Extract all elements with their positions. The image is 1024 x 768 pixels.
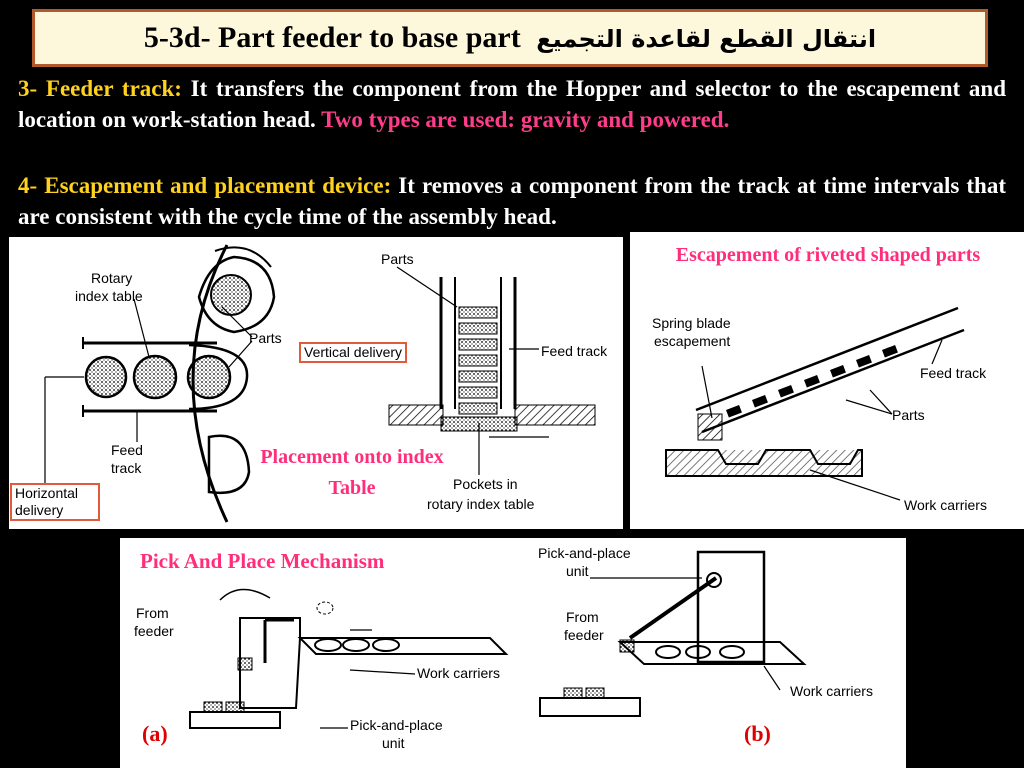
feed-track-label-1: Feed	[111, 442, 143, 458]
from-feeder-b-1: From	[566, 609, 599, 625]
pockets-label-2: rotary index table	[427, 496, 535, 512]
title-arabic: انتقال القطع لقاعدة التجميع	[536, 25, 877, 53]
part-circle	[84, 355, 128, 399]
label-a: (a)	[142, 721, 168, 746]
parts-top-label: Parts	[381, 251, 414, 267]
feed-track-label-2: track	[111, 460, 142, 476]
from-feeder-b-2: feeder	[564, 627, 604, 643]
carrier-hole	[314, 638, 342, 652]
carrier-hole	[685, 645, 711, 659]
from-feeder-a-1: From	[136, 605, 169, 621]
feeder-track-heading: 3- Feeder track:	[18, 76, 182, 101]
parts-label: Parts	[892, 407, 925, 423]
placement-caption: Placement onto index Table	[260, 446, 444, 499]
vertical-delivery-tag: Vertical delivery	[299, 342, 408, 363]
escapement-caption: Escapement of riveted shaped parts	[675, 244, 981, 266]
part-circle	[186, 354, 232, 400]
spring-blade-label-2: escapement	[654, 333, 730, 349]
slide-title: 5-3d- Part feeder to base part انتقال ال…	[144, 21, 876, 55]
spring-blade-label-1: Spring blade	[652, 315, 731, 331]
feed-track-right-label: Feed track	[541, 343, 608, 359]
part-circle	[132, 354, 178, 400]
title-english: 5-3d- Part feeder to base part	[143, 21, 521, 54]
rotary-index-label-2: index table	[75, 288, 143, 304]
carrier-hole	[342, 638, 370, 652]
part-circle	[210, 274, 252, 316]
feeder-track-text: It transfers the component from the Hopp…	[18, 76, 1006, 132]
paragraph-feeder-track: 3- Feeder track: It transfers the compon…	[18, 73, 1006, 135]
pick-place-a-2: unit	[382, 735, 405, 751]
pockets-label-1: Pockets in	[453, 476, 518, 492]
feed-track-label: Feed track	[920, 365, 987, 381]
rotary-index-label-1: Rotary	[91, 270, 132, 286]
escapement-diagram: Spring blade escapement Feed track Parts…	[652, 306, 987, 513]
parts-label: Parts	[249, 330, 282, 346]
work-carriers-b-label: Work carriers	[790, 683, 873, 699]
vertical-parts-stack	[458, 306, 498, 415]
pick-place-a-1: Pick-and-place	[350, 717, 443, 733]
figure-pick-and-place: Pick And Place Mechanism From feeder Wor…	[120, 538, 906, 768]
work-carriers-label: Work carriers	[904, 497, 987, 513]
work-carriers-a-label: Work carriers	[417, 665, 500, 681]
carrier-hole	[372, 638, 400, 652]
figure-escapement: Escapement of riveted shaped parts Sprin…	[630, 232, 1024, 529]
pick-place-caption: Pick And Place Mechanism	[140, 549, 385, 573]
title-banner: 5-3d- Part feeder to base part انتقال ال…	[32, 9, 988, 67]
horizontal-delivery-tag: Horizontal delivery	[10, 483, 100, 521]
carrier-hole	[655, 645, 681, 659]
index-table-diagram: Rotary index table Parts Feed track Part…	[44, 244, 608, 523]
from-feeder-a-2: feeder	[134, 623, 174, 639]
label-b: (b)	[744, 721, 771, 746]
paragraph-escapement: 4- Escapement and placement device: It r…	[18, 170, 1006, 232]
carrier-hole	[719, 645, 745, 659]
pick-place-diagram: From feeder Work carriers Pick-and-place…	[134, 545, 873, 751]
feeder-track-highlight: Two types are used: gravity and powered.	[321, 107, 730, 132]
escapement-text: It removes a component from the track at…	[18, 173, 1006, 229]
pick-place-b-1: Pick-and-place	[538, 545, 631, 561]
escapement-heading: 4- Escapement and placement device:	[18, 173, 392, 198]
escapement-parts	[726, 344, 898, 418]
pick-place-b-2: unit	[566, 563, 589, 579]
figure-index-table: Rotary index table Parts Feed track Part…	[9, 237, 623, 529]
